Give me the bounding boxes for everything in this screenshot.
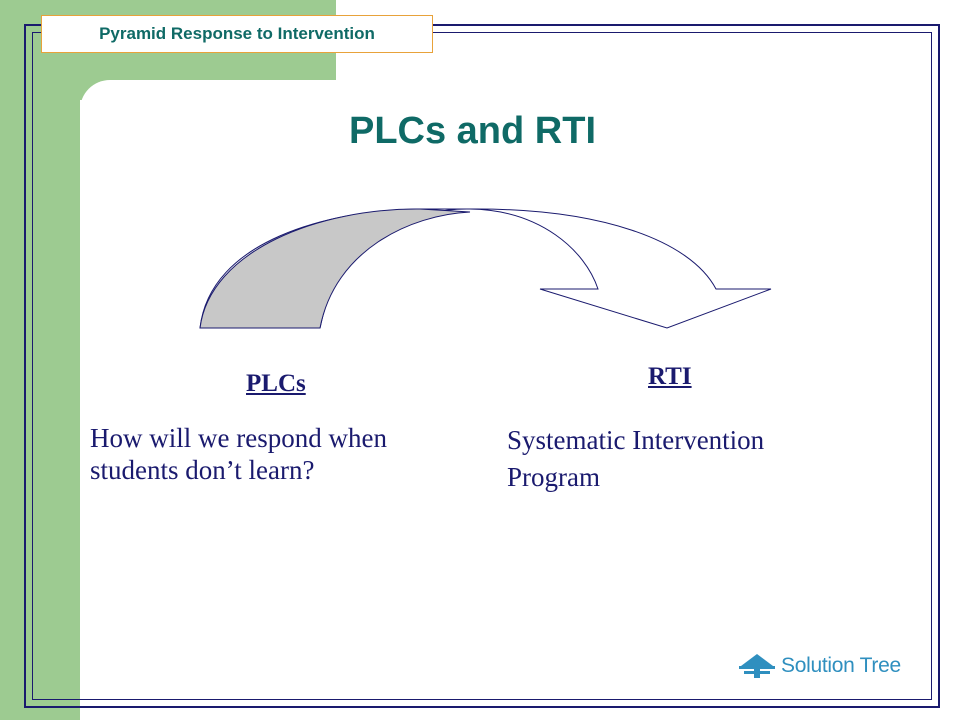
plcs-text-line1: How will we respond when [90, 423, 387, 453]
plcs-text-line2: students don’t learn? [90, 455, 315, 485]
tree-icon [739, 654, 775, 678]
rti-text-line1: Systematic Intervention [507, 425, 765, 455]
solution-tree-logo: Solution Tree [738, 652, 901, 680]
slide-title: PLCs and RTI [348, 110, 597, 152]
left-green-band [0, 0, 80, 720]
inner-frame [32, 32, 932, 700]
header-label: Pyramid Response to Intervention [99, 24, 375, 43]
header-tab: Pyramid Response to Intervention [41, 15, 433, 53]
arrow-tail-shaded [199, 208, 471, 329]
rti-heading: RTI [648, 363, 692, 390]
rti-description: Systematic Intervention Program [507, 422, 764, 496]
logo-text: Solution Tree [781, 654, 901, 677]
outer-frame [24, 24, 940, 708]
rti-text-line2: Program [507, 462, 600, 492]
plcs-description: How will we respond when students don’t … [90, 422, 387, 486]
content-panel [80, 80, 960, 720]
plcs-heading: PLCs [246, 370, 306, 397]
